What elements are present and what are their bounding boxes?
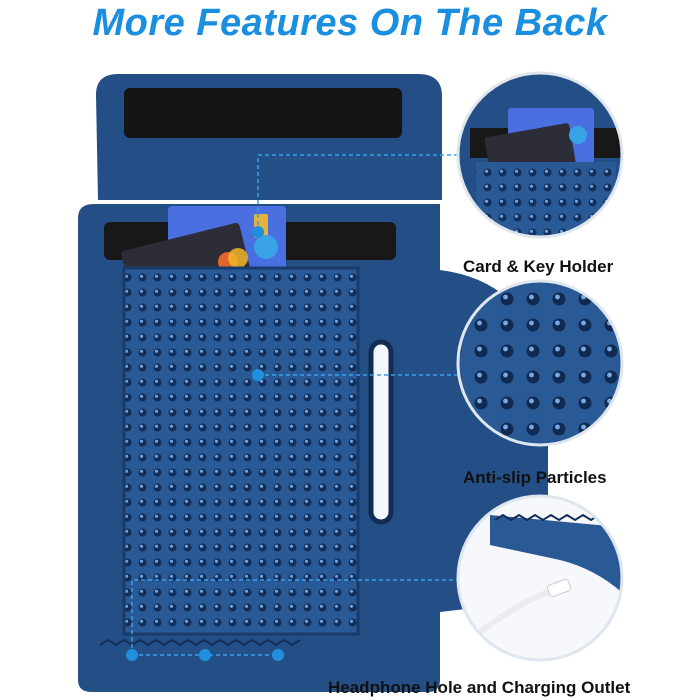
detail-anti-slip (458, 281, 622, 445)
stitching (99, 638, 301, 647)
detail-headphone-hole (458, 496, 622, 660)
page-title: More Features On The Back (92, 2, 608, 44)
anti-slip-pocket (122, 266, 360, 636)
detail-card-holder (458, 73, 622, 237)
anti-slip-label: Anti-slip Particles (463, 468, 607, 487)
card-key-holder-label: Card & Key Holder (463, 257, 614, 276)
headphone-charging-label: Headphone Hole and Charging Outlet (328, 678, 631, 697)
velcro-strip (124, 88, 402, 138)
strap-hole (368, 339, 394, 525)
callout-dots (126, 226, 284, 661)
